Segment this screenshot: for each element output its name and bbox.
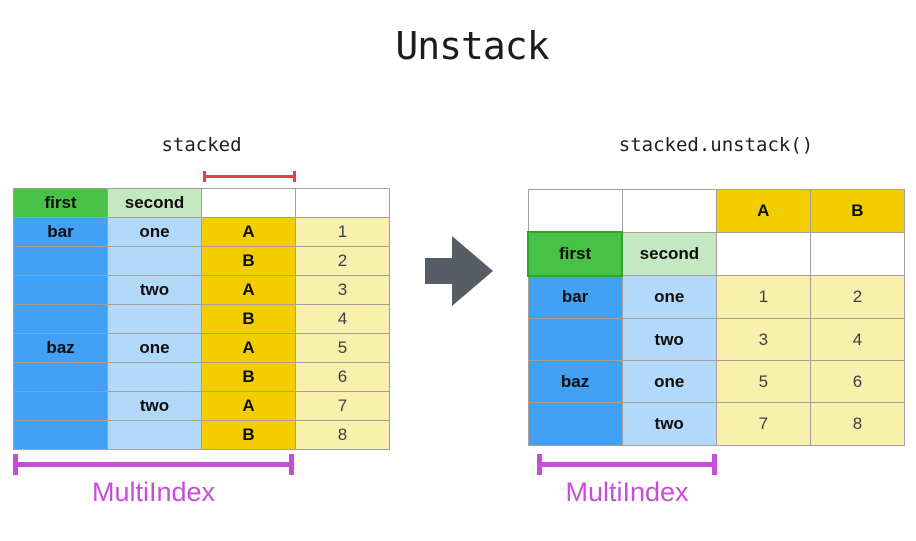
table-row: first second — [13, 188, 390, 218]
column-header-a: A — [715, 189, 811, 233]
table-row: two 7 8 — [527, 402, 906, 446]
arrow-right-icon — [425, 236, 493, 306]
bracket-bar — [203, 175, 296, 178]
stacked-table: first second bar one A 1 B 2 two A 3 B — [13, 188, 390, 450]
bracket-tick — [289, 454, 294, 475]
bracket-bar — [13, 462, 294, 467]
index-cell: baz — [13, 333, 108, 363]
value-cell: 7 — [715, 402, 811, 446]
stacked-column-bracket — [203, 171, 296, 182]
level-cell: B — [201, 246, 296, 276]
table-row: two A 7 — [13, 391, 390, 421]
table-row: first second — [526, 231, 906, 277]
value-cell: 2 — [295, 246, 390, 276]
index-cell: two — [107, 275, 202, 305]
diagram-title: Unstack — [395, 24, 549, 68]
level-cell: A — [201, 391, 296, 421]
multiindex-label-left: MultiIndex — [91, 477, 216, 507]
table-row: bar one 1 2 — [527, 275, 906, 319]
unstacked-table: A B first second bar one 1 2 two 3 4 baz… — [526, 189, 906, 446]
index-cell — [13, 362, 108, 392]
table-row: B 2 — [13, 246, 390, 276]
header-cell-second: second — [107, 188, 202, 218]
index-cell: two — [107, 391, 202, 421]
header-cell-second: second — [621, 231, 717, 277]
value-cell: 6 — [295, 362, 390, 392]
value-cell: 3 — [715, 317, 811, 362]
index-cell — [13, 246, 108, 276]
value-cell: 5 — [715, 360, 811, 404]
level-cell: B — [201, 304, 296, 334]
value-cell: 7 — [295, 391, 390, 421]
level-cell: B — [201, 420, 296, 450]
bracket-bar — [537, 462, 717, 467]
level-cell: A — [201, 333, 296, 363]
table-row: two A 3 — [13, 275, 390, 305]
table-row: two 3 4 — [527, 317, 906, 362]
index-cell — [527, 317, 623, 362]
multiindex-bracket-right — [537, 454, 717, 475]
value-cell: 8 — [295, 420, 390, 450]
header-cell-first: first — [526, 231, 624, 277]
value-cell: 1 — [715, 275, 811, 319]
table-row: B 4 — [13, 304, 390, 334]
value-cell: 1 — [295, 217, 390, 247]
level-cell: B — [201, 362, 296, 392]
unstack-call-label: stacked.unstack() — [618, 134, 814, 156]
column-header-b: B — [809, 189, 906, 233]
index-cell: one — [621, 360, 717, 404]
corner-cell — [527, 189, 623, 233]
index-cell — [13, 304, 108, 334]
value-cell: 4 — [809, 317, 906, 362]
value-cell: 2 — [809, 275, 906, 319]
index-cell — [13, 391, 108, 421]
table-row: baz one 5 6 — [527, 360, 906, 404]
index-cell: two — [621, 402, 717, 446]
index-cell: baz — [527, 360, 623, 404]
value-cell: 3 — [295, 275, 390, 305]
header-cell-empty — [715, 231, 811, 277]
header-cell-empty — [295, 188, 390, 218]
index-cell: one — [621, 275, 717, 319]
multiindex-bracket-left — [13, 454, 294, 475]
table-row: A B — [527, 189, 906, 233]
level-cell: A — [201, 217, 296, 247]
index-cell — [107, 420, 202, 450]
value-cell: 8 — [809, 402, 906, 446]
header-cell-first: first — [13, 188, 108, 218]
index-cell — [527, 402, 623, 446]
index-cell: two — [621, 317, 717, 362]
bracket-tick — [712, 454, 717, 475]
index-cell — [13, 420, 108, 450]
value-cell: 6 — [809, 360, 906, 404]
header-cell-empty — [809, 231, 906, 277]
index-cell: bar — [13, 217, 108, 247]
table-row: bar one A 1 — [13, 217, 390, 247]
value-cell: 4 — [295, 304, 390, 334]
level-cell: A — [201, 275, 296, 305]
index-cell — [13, 275, 108, 305]
header-cell-empty — [201, 188, 296, 218]
table-row: baz one A 5 — [13, 333, 390, 363]
index-cell: one — [107, 217, 202, 247]
index-cell — [107, 246, 202, 276]
stacked-label: stacked — [161, 134, 242, 156]
transform-arrow — [424, 234, 494, 308]
value-cell: 5 — [295, 333, 390, 363]
bracket-tick — [293, 171, 296, 182]
table-row: B 8 — [13, 420, 390, 450]
multiindex-label-right: MultiIndex — [565, 477, 689, 507]
corner-cell — [621, 189, 717, 233]
index-cell: one — [107, 333, 202, 363]
index-cell: bar — [527, 275, 623, 319]
table-row: B 6 — [13, 362, 390, 392]
index-cell — [107, 304, 202, 334]
index-cell — [107, 362, 202, 392]
